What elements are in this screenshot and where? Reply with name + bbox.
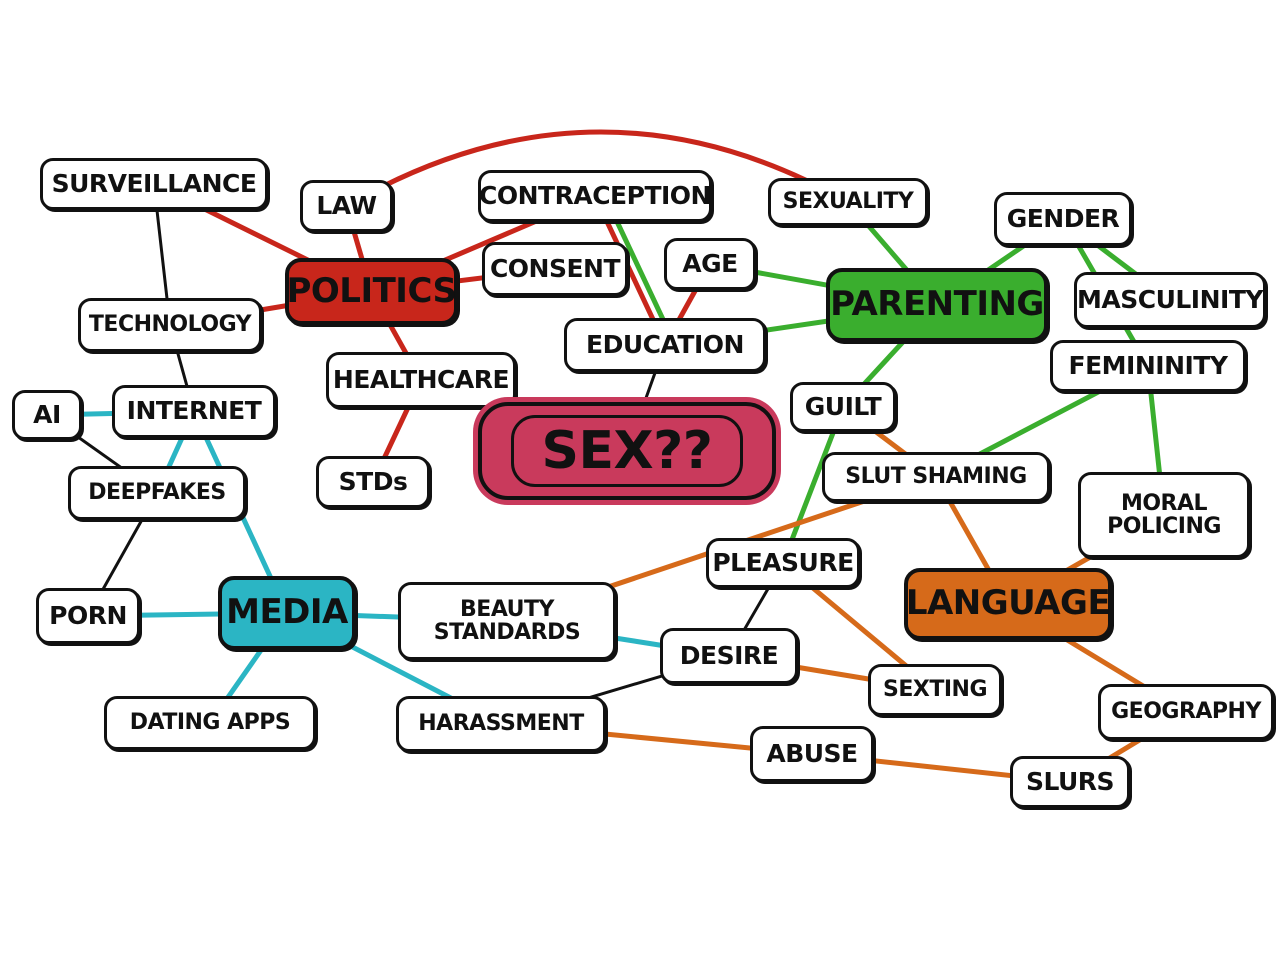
edge-law-sexuality <box>344 129 851 209</box>
node-desire: DESIRE <box>660 628 798 684</box>
node-ai: AI <box>12 390 82 440</box>
node-beauty-standards: BEAUTY STANDARDS <box>398 582 616 660</box>
node-deepfakes: DEEPFAKES <box>68 466 246 520</box>
node-geography: GEOGRAPHY <box>1098 684 1274 740</box>
node-sexting: SEXTING <box>868 664 1002 716</box>
hub-media: MEDIA <box>218 576 356 650</box>
node-porn: PORN <box>36 588 140 644</box>
node-internet: INTERNET <box>112 385 276 438</box>
hub-parenting: PARENTING <box>826 268 1048 342</box>
node-harassment: HARASSMENT <box>396 696 606 752</box>
node-slurs: SLURS <box>1010 756 1130 808</box>
node-gender: GENDER <box>994 192 1132 246</box>
node-consent: CONSENT <box>482 242 628 296</box>
central-topic-sex: SEX?? <box>478 402 776 500</box>
node-dating-apps: DATING APPS <box>104 696 316 750</box>
node-masculinity: MASCULINITY <box>1074 272 1266 328</box>
node-moral-policing: MORAL POLICING <box>1078 472 1250 558</box>
hub-language: LANGUAGE <box>904 568 1112 640</box>
node-contraception: CONTRACEPTION <box>478 170 712 222</box>
node-stds: STDs <box>316 456 430 508</box>
node-technology: TECHNOLOGY <box>78 298 262 352</box>
node-pleasure: PLEASURE <box>706 538 860 588</box>
node-slut-shaming: SLUT SHAMING <box>822 452 1050 502</box>
node-femininity: FEMININITY <box>1050 340 1246 392</box>
node-education: EDUCATION <box>564 318 766 372</box>
edge-guilt-pleasure <box>780 404 846 566</box>
central-topic-label: SEX?? <box>510 414 744 488</box>
node-sexuality: SEXUALITY <box>768 178 928 226</box>
node-law: LAW <box>300 180 393 232</box>
node-guilt: GUILT <box>790 382 896 432</box>
node-surveillance: SURVEILLANCE <box>40 158 268 210</box>
node-abuse: ABUSE <box>750 726 874 782</box>
hub-politics: POLITICS <box>285 258 458 325</box>
node-age: AGE <box>664 238 756 290</box>
node-healthcare: HEALTHCARE <box>326 352 516 408</box>
